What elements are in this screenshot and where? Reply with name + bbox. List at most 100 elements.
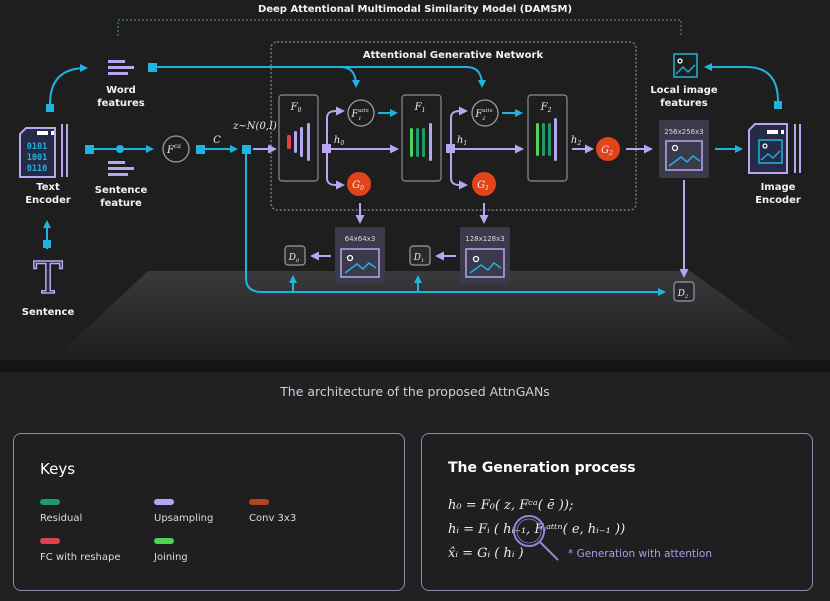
- key-residual: Residual: [40, 499, 82, 524]
- h0-to-attn1-arrow: [326, 106, 345, 144]
- equation-h0: h₀ = F₀( z, Fᶜᵃ( ē ));: [448, 498, 574, 513]
- h0-split: [322, 144, 331, 153]
- fc-swatch: [40, 538, 60, 544]
- f2-up-layer: [554, 118, 557, 161]
- encoder-to-word-arrow: [49, 64, 88, 105]
- image-encoder-to-local-arrow: [704, 63, 779, 102]
- residual-swatch: [40, 499, 60, 505]
- text-encoder-icon: 0101 1001 0110: [19, 124, 68, 178]
- attn1-label: F1attn: [350, 108, 368, 122]
- f1-join-layer: [410, 128, 413, 157]
- text-encoder-label-1: Text: [36, 182, 60, 193]
- sentence-feature-node: [116, 145, 124, 153]
- attn1-node: [347, 99, 375, 127]
- condition-to-d2-line: [245, 154, 666, 296]
- key-upsampling: Upsampling: [154, 499, 213, 524]
- attention-note: * Generation with attention: [568, 548, 713, 560]
- conv-swatch: [249, 499, 269, 505]
- word-to-attn1-arrow: [157, 66, 360, 88]
- d1-node: [409, 245, 431, 266]
- key-joining: Joining: [154, 538, 188, 563]
- img256-picture-icon: [665, 140, 703, 171]
- f1-res-layer-2: [422, 128, 425, 157]
- key-label: Residual: [40, 513, 83, 524]
- magnifier-icon: [513, 515, 559, 561]
- g2-label: G2: [601, 145, 613, 157]
- noise-label: z~N(0,I): [232, 121, 277, 132]
- img64-card: [335, 227, 385, 284]
- g2-node: [596, 137, 620, 161]
- g0-label: G0: [352, 180, 364, 192]
- g1-node: [472, 172, 496, 196]
- generation-panel: The Generation process h₀ = F₀( z, Fᶜᵃ( …: [421, 433, 813, 591]
- word-features-label-2: features: [97, 98, 144, 109]
- h1-to-g1-arrow: [450, 153, 468, 190]
- key-label: Conv 3x3: [249, 513, 297, 524]
- floor-plane: [40, 271, 830, 372]
- h2-label: h2: [571, 135, 581, 147]
- h0-to-g0-arrow: [326, 153, 345, 190]
- floor-edge: [0, 360, 830, 372]
- d0-label: D0: [288, 253, 300, 264]
- sentence-port-out: [85, 145, 94, 154]
- image-encoder-label-2: Encoder: [755, 195, 801, 206]
- word-to-attn2-arrow: [340, 66, 486, 88]
- g1-label: G1: [477, 180, 489, 192]
- word-features-label-1: Word: [106, 85, 136, 96]
- z-join-port: [242, 145, 251, 154]
- f1-res-layer-1: [416, 128, 419, 157]
- d1-label: D1: [413, 253, 424, 264]
- sentence-feature-label-1: Sentence: [95, 185, 148, 196]
- h1-split: [446, 144, 455, 153]
- fca-label: Fca: [166, 143, 181, 156]
- h1-label: h1: [457, 135, 467, 147]
- f1-label: F1: [414, 102, 426, 114]
- d2-label: D2: [677, 289, 688, 300]
- g0-node: [347, 172, 371, 196]
- img64-picture-icon: [340, 248, 380, 278]
- sentence-feature-icon: [108, 161, 134, 176]
- diagram-caption: The architecture of the proposed AttnGAN…: [280, 384, 550, 399]
- upsampling-swatch: [154, 499, 174, 505]
- word-features-icon: [108, 60, 134, 75]
- attn2-label: F2attn: [474, 108, 492, 122]
- f2-join-layer: [536, 123, 539, 156]
- f0-label: F0: [290, 102, 302, 114]
- local-image-label-2: features: [660, 98, 707, 109]
- agn-box: [270, 41, 637, 211]
- img128-card: [460, 227, 510, 284]
- damsm-bracket: [117, 19, 682, 36]
- code-row-2: 1001: [27, 153, 47, 163]
- f0-up-layer-2: [300, 127, 303, 157]
- sentence-icon: T: [33, 253, 62, 304]
- d0-node: [284, 245, 306, 266]
- img128-size: 128x128x3: [465, 235, 504, 243]
- sentence-label: Sentence: [22, 307, 75, 318]
- key-label: Joining: [154, 552, 188, 563]
- f2-block: [527, 94, 568, 182]
- damsm-title: Deep Attentional Multimodal Similarity M…: [258, 4, 572, 15]
- key-label: Upsampling: [154, 513, 214, 524]
- f2-label: F2: [540, 102, 552, 114]
- key-conv: Conv 3x3: [249, 499, 296, 524]
- sentence-port: [43, 240, 51, 248]
- key-label: FC with reshape: [40, 552, 121, 563]
- c-label: C: [213, 135, 221, 146]
- c-port: [196, 145, 205, 154]
- code-row-1: 0101: [27, 142, 47, 152]
- f2-res-layer-1: [542, 123, 545, 156]
- img64-size: 64x64x3: [345, 235, 376, 243]
- f2-res-layer-2: [548, 123, 551, 156]
- f1-up-layer: [429, 123, 432, 161]
- local-image-label-1: Local image: [650, 85, 718, 96]
- code-row-3: 0110: [27, 164, 47, 174]
- f0-up-layer-3: [307, 123, 310, 161]
- text-encoder-label-2: Encoder: [25, 195, 71, 206]
- keys-panel: Keys Residual Upsampling Conv 3x3 FC wit…: [13, 433, 405, 591]
- diagram-canvas: Deep Attentional Multimodal Similarity M…: [0, 4, 830, 372]
- joining-swatch: [154, 538, 174, 544]
- encoder-word-port: [46, 104, 54, 112]
- img256-size: 256x256x3: [664, 128, 703, 136]
- equation-xi: x̂ᵢ = Gᵢ ( hᵢ ): [448, 546, 524, 561]
- generation-title: The Generation process: [448, 460, 636, 476]
